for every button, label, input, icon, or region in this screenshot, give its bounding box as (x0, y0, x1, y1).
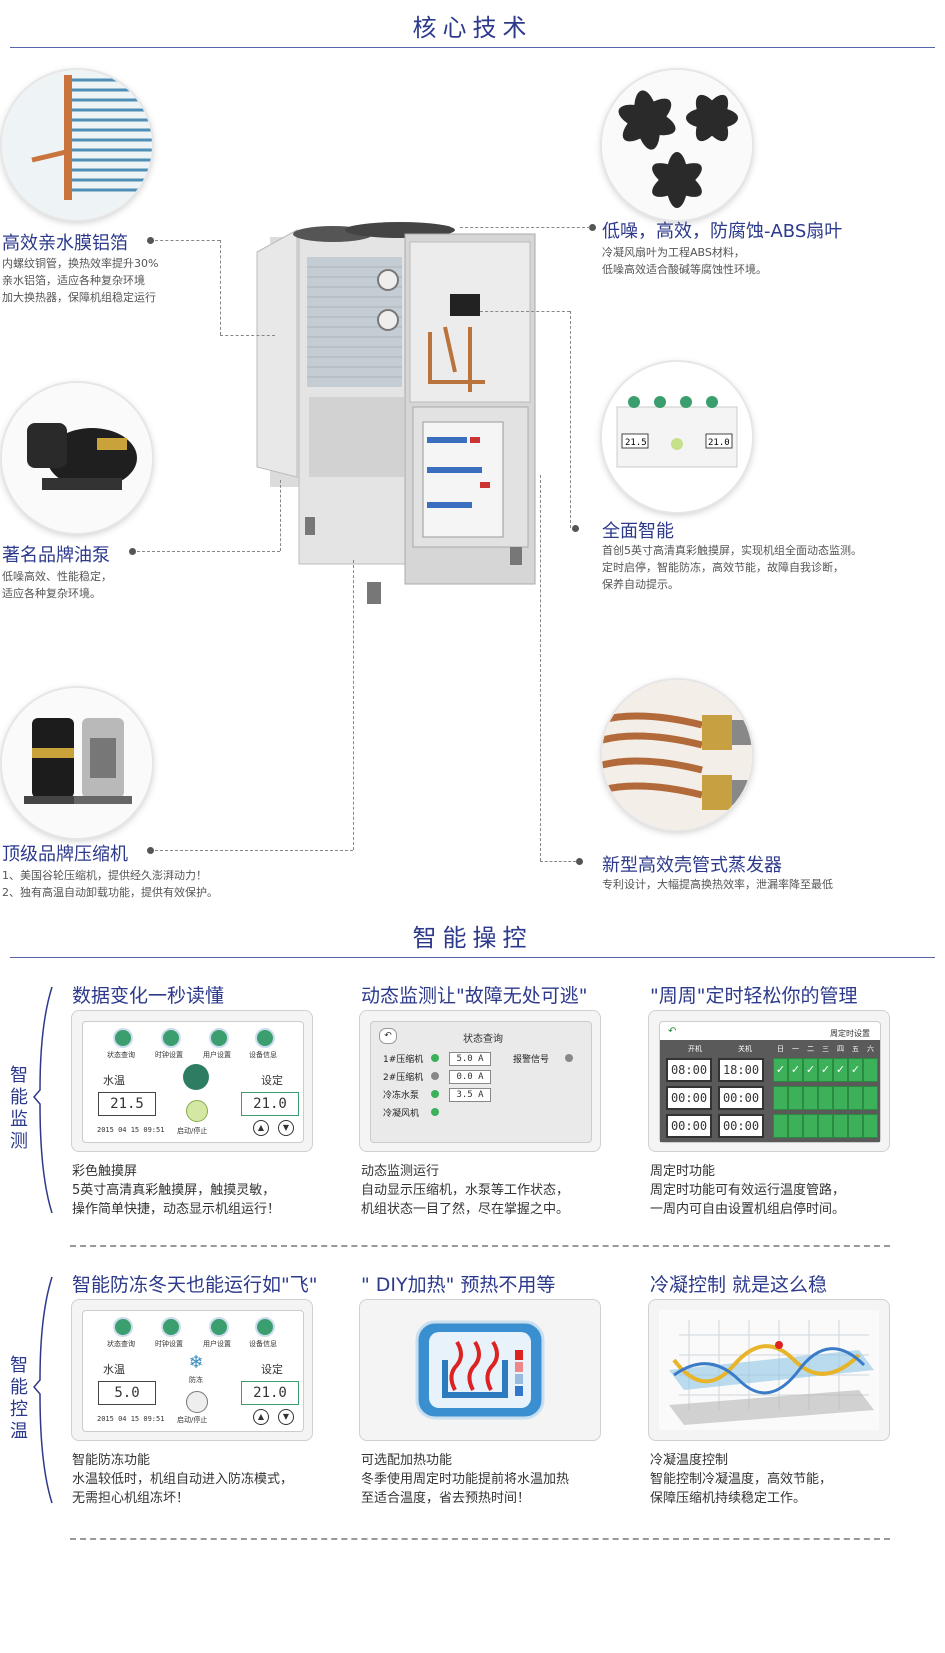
connector-dot (147, 847, 154, 854)
down-arrow-icon[interactable]: ▼ (278, 1409, 294, 1425)
compressor-circle-image (2, 688, 152, 838)
panel-desc-heating: 可选配加热功能冬季使用周定时功能提前将水温加热至适合温度，省去预热时间！ (361, 1453, 570, 1506)
touchscreen-main: 状态查询 时钟设置 用户设置 设备信息 水温 设定 21.5 21.0 启动/停… (82, 1021, 304, 1143)
back-icon[interactable]: ↶ (668, 1026, 677, 1037)
feature-title-evaporator: 新型高效壳管式蒸发器 (602, 855, 782, 876)
connector-dot (572, 525, 579, 532)
panel-title-frost: 智能防冻冬天也能运行如"飞" (72, 1274, 318, 1296)
chiller-machine-image (255, 222, 545, 607)
svg-text:21.0: 21.0 (708, 438, 730, 448)
panel-desc-status: 动态监测运行自动显示压缩机，水泵等工作状态，机组状态一目了然，尽在掌握之中。 (361, 1164, 570, 1217)
status-query-icon[interactable] (113, 1317, 133, 1337)
panel-condensing (648, 1299, 890, 1441)
panel-desc-timer: 周定时功能周定时功能可有效运行温度管路，一周内可自由设置机组启停时间。 (650, 1164, 846, 1217)
feature-title-foil: 高效亲水膜铝箔 (2, 233, 128, 254)
user-settings-icon[interactable] (209, 1317, 229, 1337)
panel-timer: ↶ 周定时设置 开机 关机 日 一 二 三 四 五 六 08:00 18:00 … (648, 1010, 890, 1152)
foil-circle-image (2, 70, 152, 220)
up-arrow-icon[interactable]: ▲ (253, 1120, 269, 1136)
user-settings-icon[interactable] (209, 1028, 229, 1048)
feature-title-compressor: 顶级品牌压缩机 (2, 844, 128, 865)
fan-status-icon (183, 1064, 209, 1090)
feature-desc-fan: 冷凝风扇叶为工程ABS材料，低噪高效适合酸碱等腐蚀性环境。 (602, 246, 767, 276)
bottom-separator (70, 1538, 890, 1540)
condensing-graph-image (659, 1310, 879, 1434)
feature-title-pump: 著名品牌油泵 (2, 545, 110, 566)
section-separator (70, 1245, 890, 1247)
device-info-icon[interactable] (255, 1317, 275, 1337)
panel-title-timer: "周周"定时轻松你的管理 (650, 985, 858, 1007)
connector-dot (589, 224, 596, 231)
feature-desc-compressor: 1、美国谷轮压缩机，提供经久澎湃动力！2、独有高温自动卸载功能，提供有效保护。 (2, 869, 218, 899)
connector-dot (576, 858, 583, 865)
feature-desc-evaporator: 专利设计，大幅提高换热效率，泄漏率降至最低 (602, 878, 833, 891)
power-icon[interactable] (186, 1100, 208, 1122)
status-led (431, 1108, 439, 1116)
panel-title-condensing: 冷凝控制 就是这么稳 (650, 1274, 828, 1296)
feature-desc-foil: 内螺纹铜管，换热效率提升30%亲水铝箔，适应各种复杂环境加大换热器，保障机组稳定… (2, 257, 159, 304)
section-title-core-tech: 核心技术 (412, 14, 533, 42)
timer-screen: ↶ 周定时设置 开机 关机 日 一 二 三 四 五 六 08:00 18:00 … (659, 1021, 881, 1143)
snowflake-icon: ❄ (188, 1352, 204, 1373)
panel-heating (359, 1299, 601, 1441)
svg-text:21.5: 21.5 (625, 438, 647, 448)
group-label-temp: 智能控温 (10, 1355, 28, 1442)
water-temp-label: 水温 (103, 1074, 125, 1087)
group-bracket (32, 1275, 56, 1509)
power-icon[interactable] (186, 1391, 208, 1413)
water-temp-value: 21.5 (98, 1092, 156, 1116)
status-query-icon[interactable] (113, 1028, 133, 1048)
feature-desc-pump: 低噪高效、性能稳定，适应各种复杂环境。 (2, 570, 112, 600)
panel-frost: 状态查询 时钟设置 用户设置 设备信息 水温 设定 5.0 21.0 ❄ 防冻 … (71, 1299, 313, 1441)
pump-circle-image (2, 383, 152, 533)
water-temp-value: 5.0 (98, 1381, 156, 1405)
connector-dot (147, 237, 154, 244)
heating-icon (415, 1320, 545, 1424)
up-arrow-icon[interactable]: ▲ (253, 1409, 269, 1425)
feature-title-fan: 低噪，高效，防腐蚀-ABS扇叶 (602, 221, 843, 242)
clock-icon[interactable] (161, 1317, 181, 1337)
panel-title-data: 数据变化一秒读懂 (72, 985, 225, 1007)
down-arrow-icon[interactable]: ▼ (278, 1120, 294, 1136)
connector-dot (129, 548, 136, 555)
clock-icon[interactable] (161, 1028, 181, 1048)
feature-title-smart: 全面智能 (602, 521, 674, 542)
set-temp-value[interactable]: 21.0 (241, 1092, 299, 1116)
status-led (431, 1090, 439, 1098)
smart-screen-circle-image: 21.5 21.0 (602, 362, 752, 512)
panel-desc-condensing: 冷凝温度控制智能控制冷凝温度，高效节能，保障压缩机持续稳定工作。 (650, 1453, 833, 1506)
frost-screen: 状态查询 时钟设置 用户设置 设备信息 水温 设定 5.0 21.0 ❄ 防冻 … (82, 1310, 304, 1432)
panel-title-heating: " DIY加热" 预热不用等 (361, 1274, 556, 1296)
group-bracket (32, 985, 56, 1219)
panel-touchscreen: 状态查询 时钟设置 用户设置 设备信息 水温 设定 21.5 21.0 启动/停… (71, 1010, 313, 1152)
set-temp-label: 设定 (261, 1074, 283, 1087)
fan-circle-image (602, 70, 752, 220)
title-divider (10, 957, 935, 958)
evaporator-circle-image (602, 680, 752, 830)
panel-status: ↶ 状态查询 1#压缩机 2#压缩机 冷冻水泵 冷凝风机 5.0 A 0.0 A… (359, 1010, 601, 1152)
panel-title-monitor: 动态监测让"故障无处可逃" (361, 985, 588, 1007)
status-led (431, 1072, 439, 1080)
status-screen: ↶ 状态查询 1#压缩机 2#压缩机 冷冻水泵 冷凝风机 5.0 A 0.0 A… (370, 1021, 592, 1143)
alarm-led (565, 1054, 573, 1062)
device-info-icon[interactable] (255, 1028, 275, 1048)
status-led (431, 1054, 439, 1062)
set-temp-value[interactable]: 21.0 (241, 1381, 299, 1405)
section-title-smart-control: 智能操控 (412, 924, 533, 952)
title-divider (10, 47, 935, 48)
back-icon[interactable]: ↶ (379, 1028, 397, 1044)
panel-desc-frost: 智能防冻功能水温较低时，机组自动进入防冻模式，无需担心机组冻坏！ (72, 1453, 294, 1506)
group-label-monitor: 智能监测 (10, 1065, 28, 1152)
feature-desc-smart: 首创5英寸高清真彩触摸屏，实现机组全面动态监测。定时启停，智能防冻，高效节能，故… (602, 544, 862, 591)
